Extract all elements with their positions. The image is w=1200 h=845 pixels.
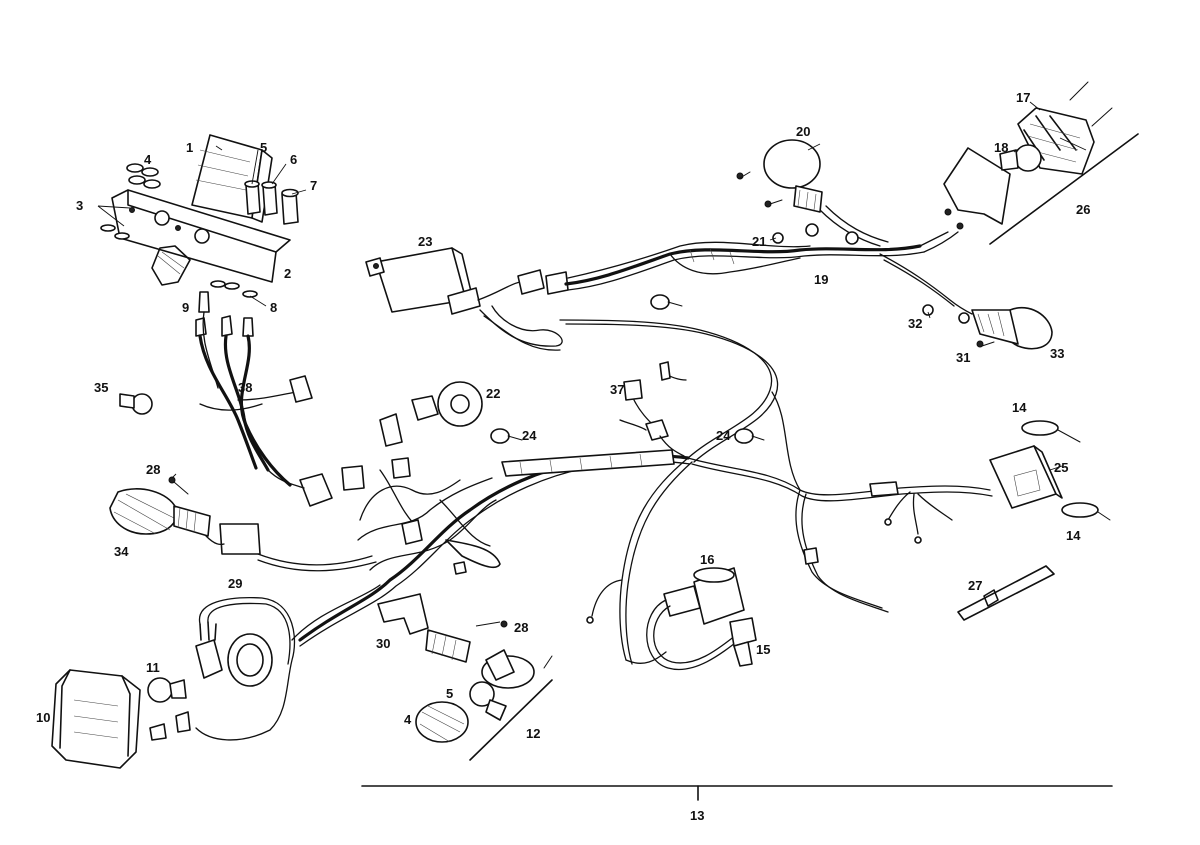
callout-12: 12 [526, 726, 540, 741]
callout-23: 23 [418, 234, 432, 249]
callout-17: 17 [1016, 90, 1030, 105]
washer-parts [100, 224, 258, 298]
callout-22: 22 [486, 386, 500, 401]
callout-10: 10 [36, 710, 50, 725]
callout-16: 16 [700, 552, 714, 567]
callout-2: 2 [284, 266, 291, 281]
callout-20: 20 [796, 124, 810, 139]
callout-11: 11 [146, 660, 160, 675]
front-right-turn-signal [377, 593, 553, 761]
callout-37: 37 [610, 382, 624, 397]
instrument-harness-group [195, 291, 333, 507]
callout-29: 29 [228, 576, 242, 591]
callout-13: 13 [690, 808, 704, 823]
grommet-parts [126, 163, 161, 189]
horn-part [411, 381, 483, 427]
callout-labels: 1 2 3 4 5 6 7 8 9 10 11 12 13 14 14 15 1… [36, 90, 1090, 823]
callout-3: 3 [76, 198, 83, 213]
taillight-group [943, 81, 1139, 245]
callout-24-left: 24 [522, 428, 537, 443]
callout-28-right: 28 [514, 620, 528, 635]
callout-21: 21 [752, 234, 766, 249]
callout-24-right: 24 [716, 428, 731, 443]
callout-38: 38 [238, 380, 252, 395]
callout-5-cluster: 5 [260, 140, 267, 155]
ignition-coil-group [625, 567, 757, 671]
callout-25: 25 [1054, 460, 1068, 475]
callout-26: 26 [1076, 202, 1090, 217]
callout-34: 34 [114, 544, 129, 559]
front-left-turn-signal [109, 476, 261, 555]
instrument-cluster-group [100, 134, 299, 298]
callout-14-upper: 14 [1012, 400, 1027, 415]
callout-28-left: 28 [146, 462, 160, 477]
callout-30: 30 [376, 636, 390, 651]
main-wire-harness [257, 319, 993, 665]
strap-part [957, 565, 1055, 621]
callout-1: 1 [186, 140, 193, 155]
callout-8: 8 [270, 300, 277, 315]
callout-35: 35 [94, 380, 108, 395]
assembly-bracket-13 [361, 785, 1113, 801]
callout-9: 9 [182, 300, 189, 315]
callout-18: 18 [994, 140, 1008, 155]
rear-wire-loom [447, 205, 973, 351]
callout-32: 32 [908, 316, 922, 331]
regulator-rectifier-group [989, 420, 1111, 521]
callout-14-lower: 14 [1066, 528, 1081, 543]
callout-27: 27 [968, 578, 982, 593]
callout-4-signal: 4 [404, 712, 412, 727]
callout-7: 7 [310, 178, 317, 193]
rear-left-turn-signal [736, 139, 859, 245]
bulb-35-part [119, 393, 153, 415]
callout-33: 33 [1050, 346, 1064, 361]
callout-19: 19 [814, 272, 828, 287]
bracket-part [111, 189, 291, 286]
callout-5-signal: 5 [446, 686, 453, 701]
callout-6: 6 [290, 152, 297, 167]
leader-lines [97, 101, 1087, 627]
callout-4-cluster: 4 [144, 152, 152, 167]
callout-31: 31 [956, 350, 970, 365]
callout-15: 15 [756, 642, 770, 657]
indicator-socket-parts [244, 180, 299, 225]
rear-right-turn-signal [922, 304, 1053, 350]
headlight-group [51, 584, 381, 769]
cable-clip-parts [490, 294, 765, 444]
